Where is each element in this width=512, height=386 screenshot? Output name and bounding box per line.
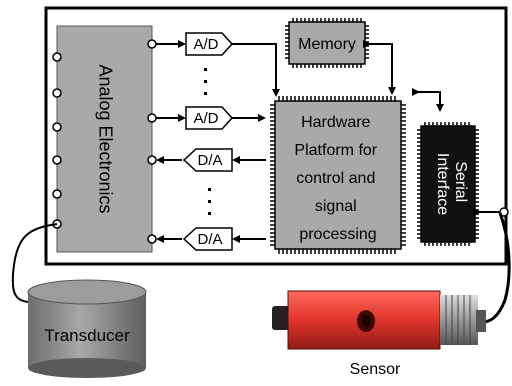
platform-line-2: Platform for xyxy=(294,142,377,159)
serial-output-pin xyxy=(499,207,509,217)
da-converter-bottom: D/A xyxy=(182,227,233,251)
platform-line-4: signal xyxy=(315,198,357,215)
transducer-cable xyxy=(11,223,58,303)
transducer: Transducer xyxy=(27,279,147,378)
platform-serial-link xyxy=(412,88,444,112)
platform-line-1: Hardware xyxy=(301,114,370,131)
serial-interface-chip: Serial Interface xyxy=(417,122,479,246)
analog-electronics-label: Analog Electronics xyxy=(95,64,115,213)
system-frame xyxy=(44,6,508,266)
sensor-cable xyxy=(481,212,511,324)
da-converter-top: D/A xyxy=(182,148,233,172)
analog-left-pins xyxy=(52,52,62,229)
da-bottom-label: D/A xyxy=(197,231,222,248)
sensor-device xyxy=(272,290,486,350)
converter-ellipsis-dots xyxy=(204,68,211,215)
platform-line-3: control and xyxy=(296,170,375,187)
ad-top-label: A/D xyxy=(193,36,218,53)
memory-chip: Memory xyxy=(285,18,369,68)
memory-label: Memory xyxy=(298,36,356,53)
transducer-label: Transducer xyxy=(44,326,130,345)
platform-line-5: processing xyxy=(299,226,376,243)
platform-label: Hardware Platform for control and signal… xyxy=(294,114,381,243)
serial-line-2: Interface xyxy=(434,153,451,215)
ad-converter-bottom: A/D xyxy=(185,106,234,130)
serial-line-1: Serial xyxy=(452,161,469,202)
analog-electronics-block: Analog Electronics xyxy=(56,25,153,253)
serial-label: Serial Interface xyxy=(434,153,469,215)
memory-platform-link xyxy=(363,40,396,95)
ad-bottom-label: A/D xyxy=(193,110,218,127)
hardware-platform-chip: Hardware Platform for control and signal… xyxy=(270,96,406,254)
da-top-label: D/A xyxy=(197,152,222,169)
sensor-label: Sensor xyxy=(350,361,401,378)
ad-converter-top: A/D xyxy=(185,32,234,56)
